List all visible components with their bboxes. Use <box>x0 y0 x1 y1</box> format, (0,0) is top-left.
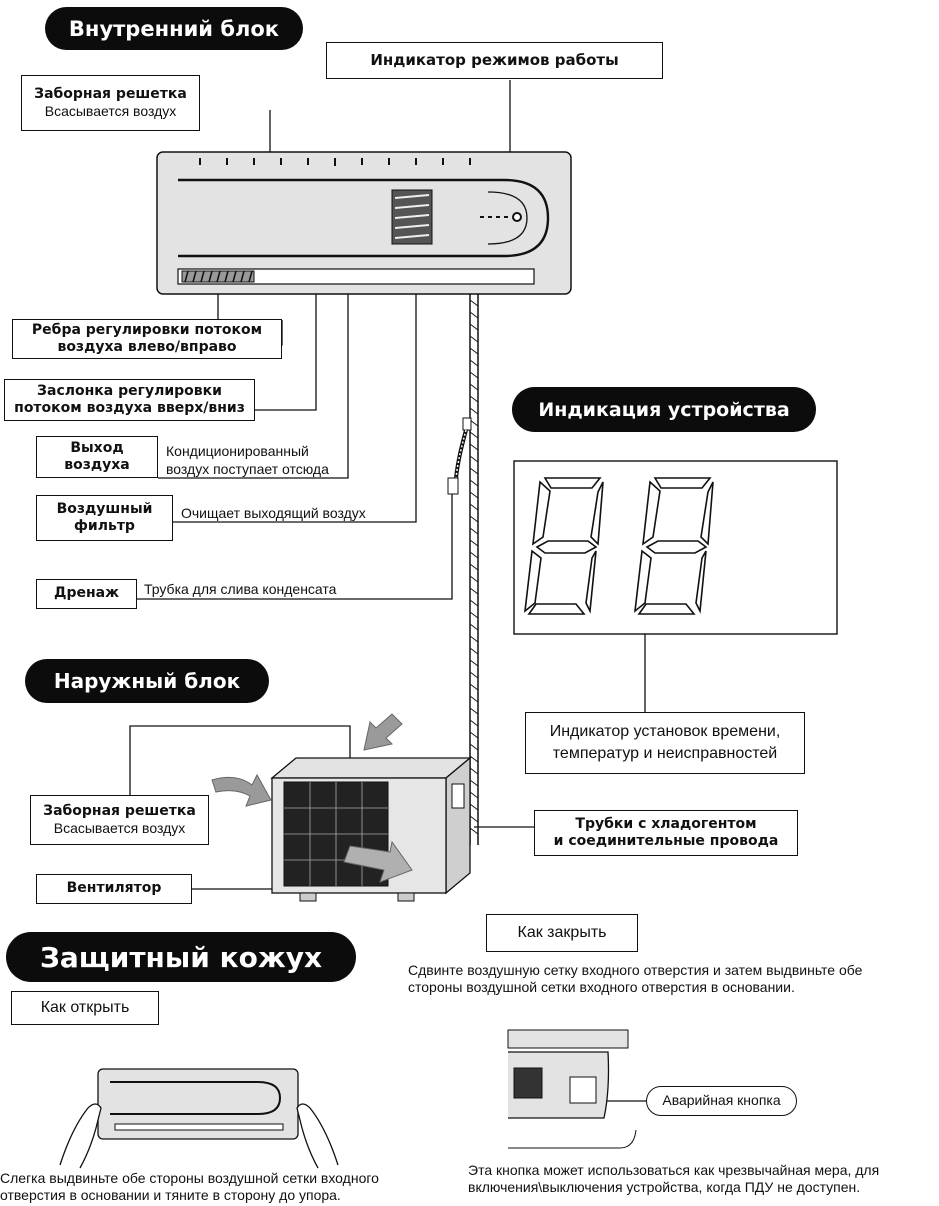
intake-grille-title: Заборная решетка <box>34 85 187 102</box>
section-title-protective-cover: Защитный кожух <box>6 932 356 982</box>
air-filter-desc: Очищает выходящий воздух <box>181 505 366 521</box>
intake-grille-label: Заборная решетка Всасывается воздух <box>21 75 200 131</box>
mode-indicator-label: Индикатор режимов работы <box>326 42 663 79</box>
emergency-detail-drawing <box>507 1029 637 1149</box>
how-open-label: Как открыть <box>11 991 159 1025</box>
air-outlet-label: Выход воздуха <box>36 436 158 478</box>
emergency-instructions: Эта кнопка может использоваться как чрез… <box>468 1162 880 1195</box>
open-instructions: Слегка выдвиньте обе стороны воздушной с… <box>0 1170 379 1203</box>
how-close-label: Как закрыть <box>486 914 638 952</box>
drain-desc: Трубка для слива конденсата <box>144 581 337 597</box>
fins-label: Ребра регулировки потоком воздуха влево/… <box>12 319 282 359</box>
drain-label: Дренаж <box>36 579 137 609</box>
emergency-button-label: Аварийная кнопка <box>646 1086 797 1116</box>
outdoor-unit-drawing <box>211 713 472 902</box>
outdoor-intake-grille-desc: Всасывается воздух <box>53 820 186 836</box>
section-title-indoor-unit: Внутренний блок <box>45 7 303 50</box>
flap-label: Заслонка регулировки потоком воздуха вве… <box>4 379 255 421</box>
section-title-outdoor-unit: Наружный блок <box>25 659 269 703</box>
display-panel-drawing <box>513 460 838 635</box>
pipes-label: Трубки с хладогентом и соединительные пр… <box>534 810 798 856</box>
air-outlet-desc: Кондиционированный воздух поступает отсю… <box>166 443 329 477</box>
indoor-unit-drawing <box>156 151 572 845</box>
display-indicator-label: Индикатор установок времени, температур … <box>525 712 805 774</box>
outdoor-intake-grille-label: Заборная решетка Всасывается воздух <box>30 795 209 845</box>
outdoor-intake-grille-title: Заборная решетка <box>43 802 196 819</box>
cover-unit-drawing <box>59 1068 339 1169</box>
intake-grille-desc: Всасывается воздух <box>44 103 177 119</box>
section-title-device-indication: Индикация устройства <box>512 387 816 432</box>
close-instructions: Сдвинте воздушную сетку входного отверст… <box>408 962 863 995</box>
fan-label: Вентилятор <box>36 874 192 904</box>
air-filter-label: Воздушный фильтр <box>36 495 173 541</box>
